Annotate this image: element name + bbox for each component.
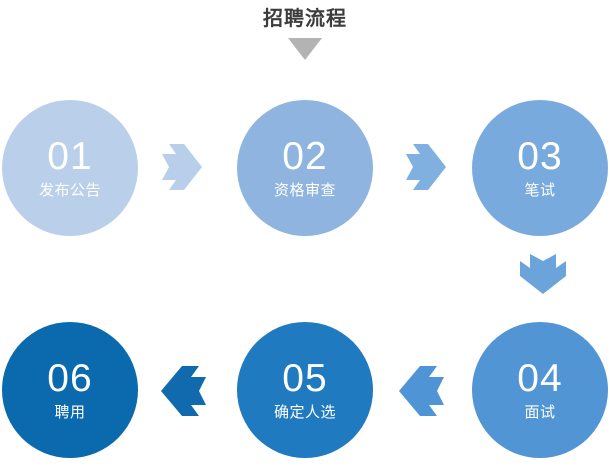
step-label: 笔试 <box>524 182 556 199</box>
step-number: 05 <box>282 357 328 400</box>
process-step-04[interactable]: 04 面试 <box>472 322 608 458</box>
arrow-right-icon <box>406 144 446 190</box>
diagram-title: 招聘流程 <box>263 8 347 30</box>
step-number: 03 <box>517 135 563 178</box>
process-step-05[interactable]: 05 确定人选 <box>237 322 373 458</box>
arrow-left-icon <box>161 366 206 416</box>
step-number: 06 <box>47 357 93 400</box>
step-number: 02 <box>282 135 328 178</box>
arrow-down-icon <box>520 254 566 294</box>
process-step-01[interactable]: 01 发布公告 <box>2 100 138 236</box>
step-number: 04 <box>517 357 563 400</box>
process-step-02[interactable]: 02 资格审查 <box>237 100 373 236</box>
arrow-right-icon <box>162 144 202 190</box>
process-step-03[interactable]: 03 笔试 <box>472 100 608 236</box>
step-label: 资格审查 <box>273 182 336 199</box>
step-label: 发布公告 <box>38 182 101 199</box>
step-label: 面试 <box>524 404 556 421</box>
diagram-title-block: 招聘流程 <box>0 6 610 60</box>
step-number: 01 <box>47 135 93 178</box>
step-label: 确定人选 <box>273 404 336 421</box>
triangle-down-icon <box>288 38 322 60</box>
step-label: 聘用 <box>54 404 86 421</box>
arrow-left-icon <box>399 366 444 416</box>
process-step-06[interactable]: 06 聘用 <box>2 322 138 458</box>
